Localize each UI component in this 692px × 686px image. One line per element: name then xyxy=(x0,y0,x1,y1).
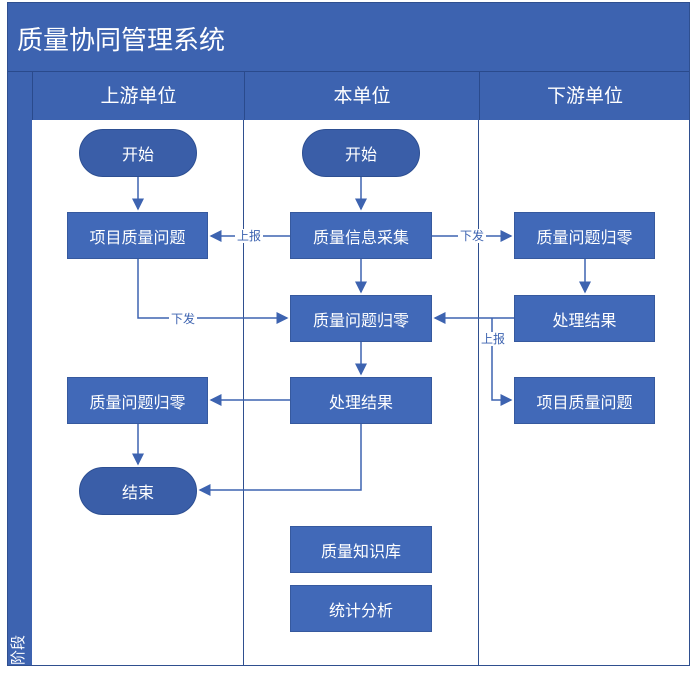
node-knowledge-base[interactable]: 质量知识库 xyxy=(290,526,432,573)
stage-strip xyxy=(7,72,32,666)
node-self-collect[interactable]: 质量信息采集 xyxy=(290,212,432,259)
node-statistics[interactable]: 统计分析 xyxy=(290,585,432,632)
lane-header-downstream: 下游单位 xyxy=(479,72,690,120)
title-bar: 质量协同管理系统 xyxy=(7,2,690,72)
lane-divider-2 xyxy=(478,120,479,666)
diagram-frame xyxy=(7,2,690,666)
node-downstream-result[interactable]: 处理结果 xyxy=(514,295,655,342)
edge-label-issue-down-left: 下发 xyxy=(169,312,198,326)
lane-header-upstream: 上游单位 xyxy=(32,72,244,120)
page-title: 质量协同管理系统 xyxy=(17,26,226,56)
lane-header-self: 本单位 xyxy=(244,72,479,120)
node-upstream-start[interactable]: 开始 xyxy=(79,129,197,177)
edge-self-result-to-end xyxy=(198,424,362,496)
node-upstream-issue-zero[interactable]: 质量问题归零 xyxy=(67,377,208,424)
node-upstream-project-issue[interactable]: 项目质量问题 xyxy=(67,212,208,259)
node-self-result[interactable]: 处理结果 xyxy=(290,377,432,424)
edge-label-issue-down: 下发 xyxy=(458,229,487,243)
node-self-start[interactable]: 开始 xyxy=(302,129,420,177)
node-downstream-issue-zero[interactable]: 质量问题归零 xyxy=(514,212,655,259)
node-self-issue-zero[interactable]: 质量问题归零 xyxy=(290,295,432,342)
edge-label-report-up-right: 上报 xyxy=(479,332,508,346)
node-downstream-project-issue[interactable]: 项目质量问题 xyxy=(514,377,655,424)
node-upstream-end[interactable]: 结束 xyxy=(79,467,197,515)
edge-up-project-to-self-zero xyxy=(137,259,289,324)
lane-divider-1 xyxy=(243,120,244,666)
edge-label-report-up: 上报 xyxy=(235,229,264,243)
